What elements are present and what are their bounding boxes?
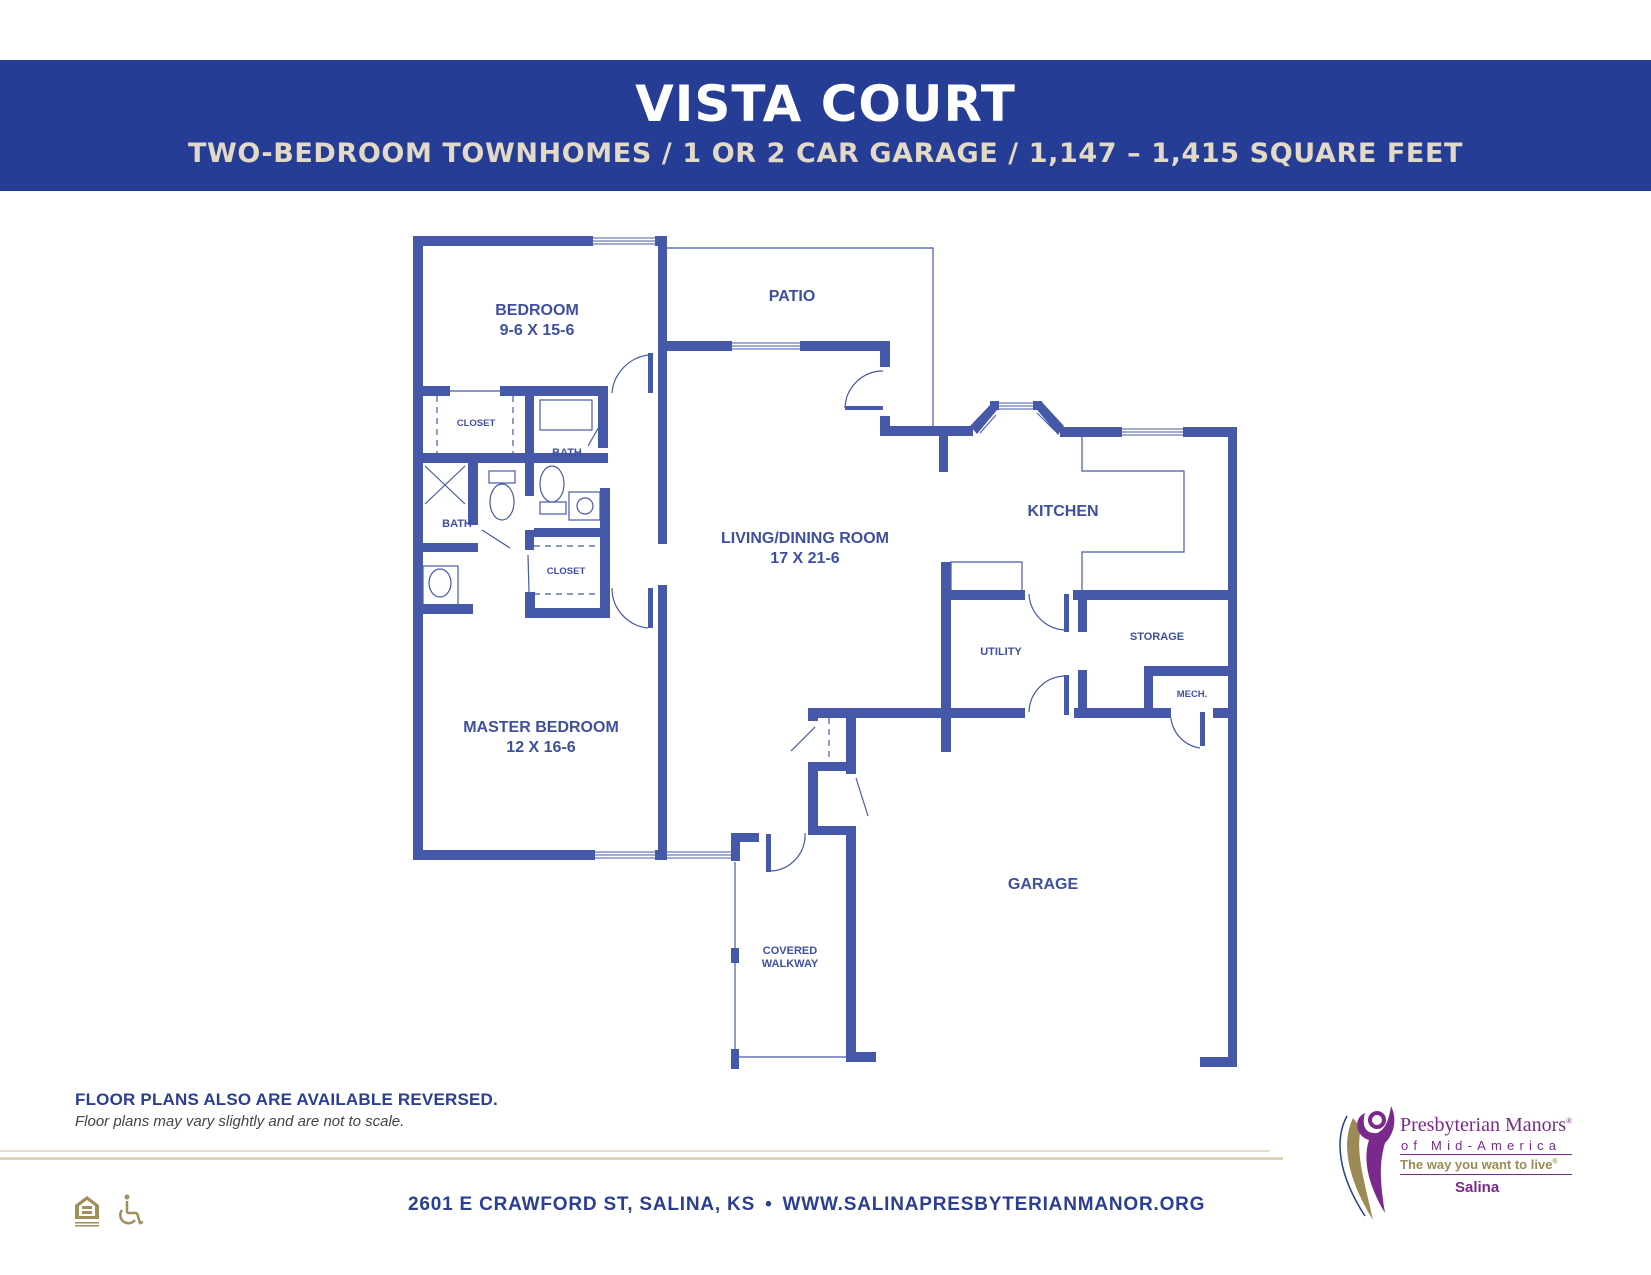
- room-garage: GARAGE: [1008, 875, 1078, 895]
- room-living-dining: LIVING/DINING ROOM 17 X 21-6: [721, 529, 889, 569]
- dancing-figure-icon: [1339, 1106, 1395, 1220]
- logo-tagline-text: The way you want to live: [1400, 1157, 1553, 1172]
- header-banner: VISTA COURT TWO-BEDROOM TOWNHOMES / 1 OR…: [0, 60, 1651, 191]
- room-name: BATH: [552, 447, 582, 459]
- room-name: PATIO: [768, 288, 816, 305]
- website-link[interactable]: WWW.SALINAPRESBYTERIANMANOR.ORG: [782, 1194, 1206, 1215]
- room-bath-master: BATH: [442, 518, 472, 531]
- logo-rule: [1400, 1174, 1572, 1175]
- address: 2601 E CRAWFORD ST, SALINA, KS: [408, 1194, 756, 1215]
- room-bath-hall: BATH: [552, 447, 582, 460]
- footer-icons: [75, 1194, 144, 1227]
- room-closet-bedroom: CLOSET: [457, 418, 496, 430]
- registered-mark: ®: [1566, 1116, 1573, 1126]
- logo-location: Salina: [1455, 1179, 1500, 1196]
- room-name: COVERED: [762, 945, 818, 957]
- logo-name-text: Presbyterian Manors: [1400, 1114, 1567, 1136]
- separator: •: [765, 1194, 773, 1215]
- room-name-line2: WALKWAY: [761, 958, 819, 970]
- room-name: MECH.: [1176, 689, 1208, 700]
- logo-tagline: The way you want to live®: [1400, 1157, 1558, 1172]
- divider-thin: [0, 1150, 1270, 1152]
- logo-region: of Mid-America: [1401, 1138, 1562, 1153]
- room-covered-walkway: COVERED WALKWAY: [762, 945, 818, 971]
- room-name: LIVING/DINING ROOM: [721, 530, 889, 547]
- logo-rule: [1400, 1154, 1572, 1155]
- room-name: STORAGE: [1129, 631, 1185, 643]
- equal-housing-opportunity-icon: [75, 1196, 99, 1227]
- page-subtitle: TWO-BEDROOM TOWNHOMES / 1 OR 2 CAR GARAG…: [187, 138, 1464, 169]
- room-master-bedroom: MASTER BEDROOM 12 X 16-6: [463, 718, 619, 758]
- walls: [413, 236, 1237, 1069]
- thin-lines: [422, 237, 1201, 1058]
- room-bedroom: BEDROOM 9-6 X 15-6: [495, 301, 579, 341]
- registered-mark: ®: [1552, 1158, 1558, 1166]
- page-title: VISTA COURT: [635, 75, 1016, 133]
- room-mech: MECH.: [1177, 689, 1208, 701]
- room-closet-master: CLOSET: [547, 566, 586, 578]
- reversed-note: FLOOR PLANS ALSO ARE AVAILABLE REVERSED.: [75, 1090, 498, 1109]
- room-name: MASTER BEDROOM: [463, 719, 619, 736]
- room-storage: STORAGE: [1130, 631, 1184, 644]
- room-kitchen: KITCHEN: [1027, 502, 1098, 522]
- footer-address-line: 2601 E CRAWFORD ST, SALINA, KS • WWW.SALIN…: [408, 1194, 1205, 1216]
- disclaimer-note: Floor plans may vary slightly and are no…: [75, 1113, 405, 1130]
- room-name: CLOSET: [546, 566, 586, 577]
- room-name: UTILITY: [980, 646, 1022, 658]
- divider-thick: [0, 1157, 1283, 1160]
- room-name: KITCHEN: [1027, 503, 1099, 520]
- room-name: GARAGE: [1007, 876, 1079, 893]
- logo-name: Presbyterian Manors®: [1400, 1114, 1572, 1137]
- room-size: 9-6 X 15-6: [499, 322, 575, 339]
- room-patio: PATIO: [769, 287, 816, 307]
- presbyterian-manors-logo: Presbyterian Manors® of Mid-America The …: [1325, 1088, 1595, 1223]
- wheelchair-accessible-icon: [119, 1194, 144, 1225]
- room-size: 12 X 16-6: [506, 739, 576, 756]
- room-name: CLOSET: [456, 418, 496, 429]
- room-name: BATH: [442, 518, 472, 530]
- room-utility: UTILITY: [980, 646, 1022, 659]
- room-size: 17 X 21-6: [770, 550, 840, 567]
- room-name: BEDROOM: [495, 302, 579, 319]
